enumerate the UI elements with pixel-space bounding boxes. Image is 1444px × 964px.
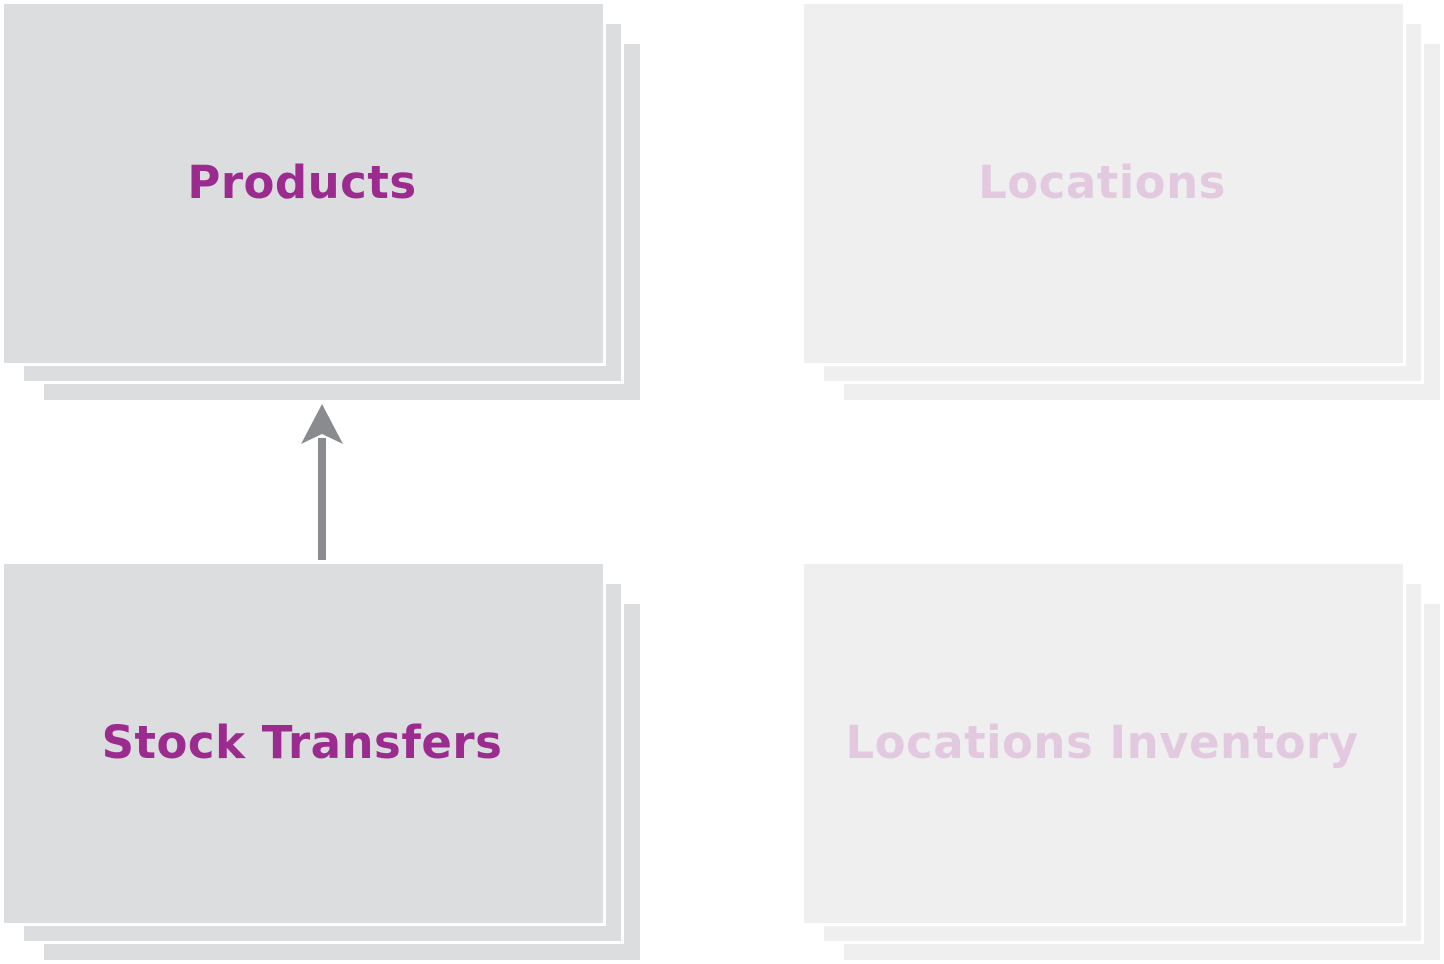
locations-inventory-card-stack[interactable]: Locations Inventory: [804, 564, 1444, 964]
locations-inventory-card-middle-sheet: [824, 584, 1424, 944]
locations-card-front-sheet: [804, 4, 1406, 366]
locations-inventory-card-back-sheet: [844, 604, 1440, 960]
stock-transfers-label: Stock Transfers: [101, 715, 503, 769]
products-card-stack[interactable]: Products: [4, 4, 644, 404]
stock-transfers-card-front-sheet: [4, 564, 606, 926]
arrow-head: [301, 404, 343, 444]
products-card-front-sheet: [4, 4, 606, 366]
locations-card-back-sheet: [844, 44, 1440, 400]
locations-card-stack[interactable]: Locations: [804, 4, 1444, 404]
locations-card-middle-sheet: [824, 24, 1424, 384]
locations-label: Locations: [978, 155, 1226, 209]
stock-transfers-card-stack[interactable]: Stock Transfers: [4, 564, 644, 964]
products-label: Products: [187, 155, 417, 209]
locations-inventory-card-front-sheet: [804, 564, 1406, 926]
locations-inventory-label: Locations Inventory: [845, 715, 1359, 769]
stock-transfers-to-products-arrow: [301, 404, 343, 560]
